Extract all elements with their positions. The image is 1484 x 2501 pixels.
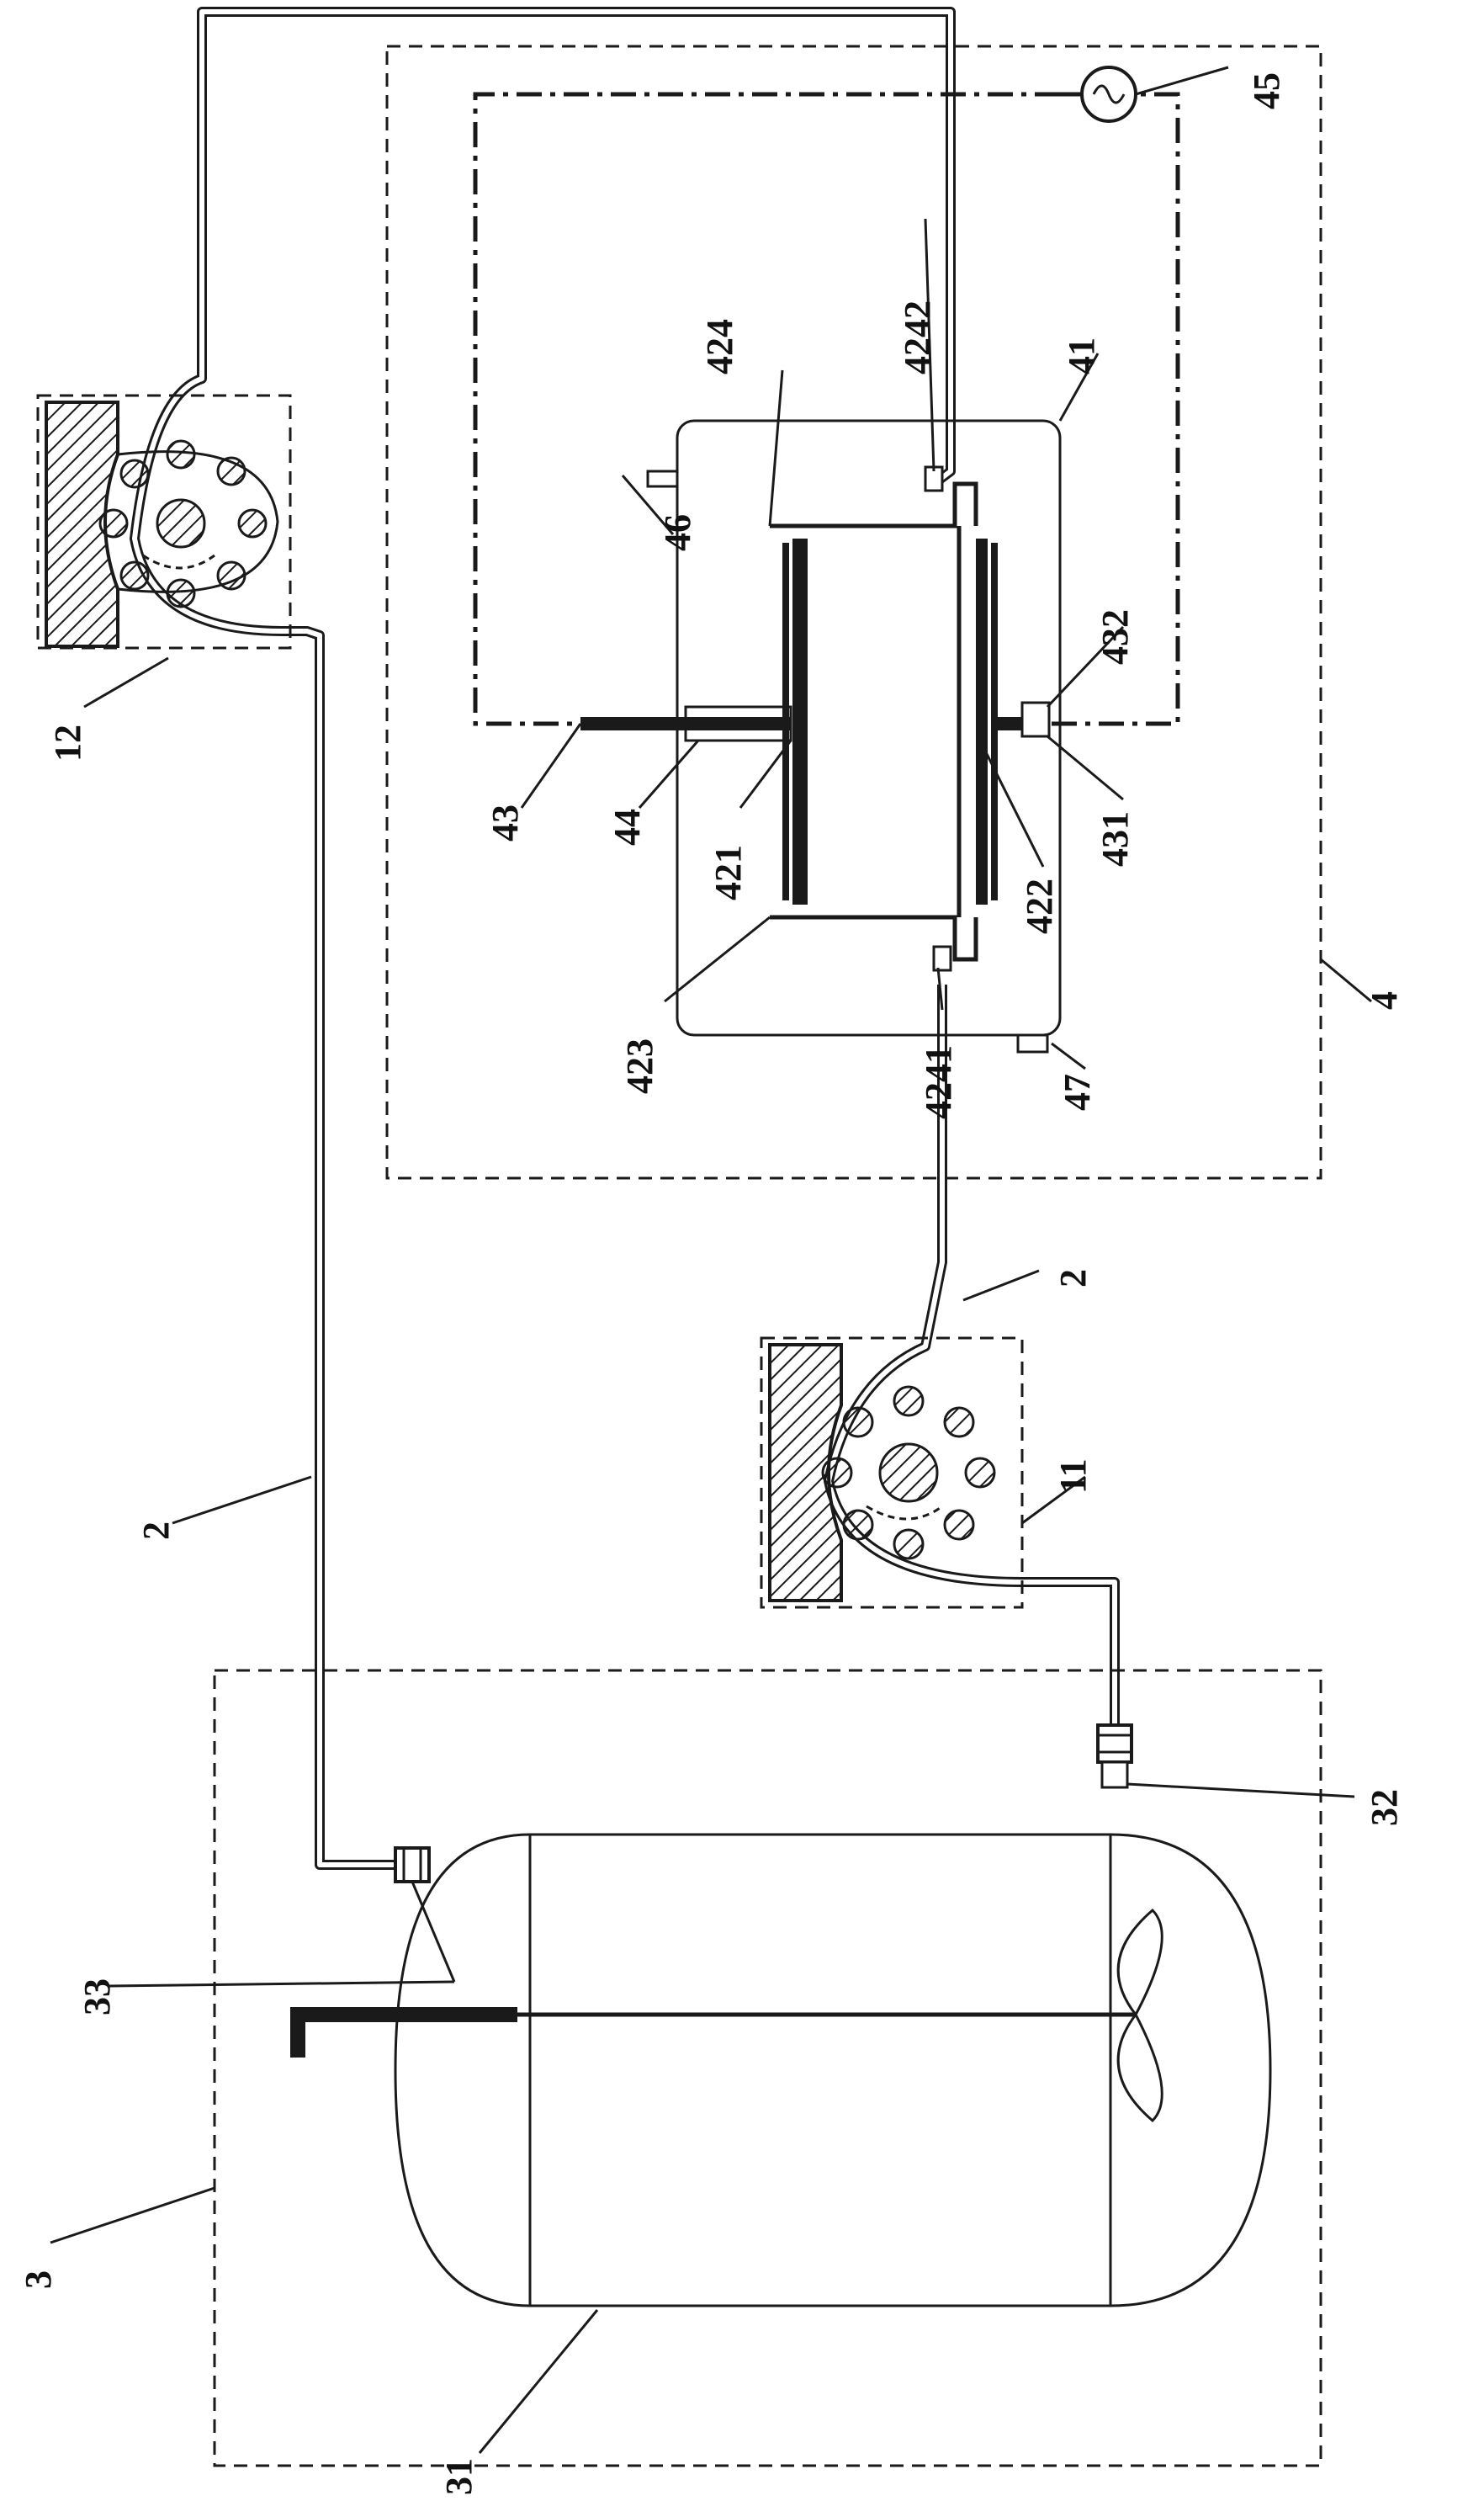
label-electrode-431: 431 bbox=[1094, 811, 1136, 867]
vent-port-46 bbox=[646, 470, 679, 488]
pump-11-housing bbox=[760, 1336, 1024, 1609]
tank-system-boundary bbox=[213, 1669, 1322, 2467]
label-pipe-right: 2 bbox=[1052, 1269, 1094, 1288]
ac-source-icon bbox=[1080, 66, 1137, 123]
label-electrode-432: 432 bbox=[1094, 609, 1136, 665]
label-pipe-left: 2 bbox=[135, 1521, 177, 1540]
label-pump-11: 11 bbox=[1052, 1458, 1094, 1494]
label-vent-port: 46 bbox=[657, 514, 698, 551]
frame-424 bbox=[770, 481, 978, 528]
pump-12-housing bbox=[36, 394, 292, 650]
drain-port-47 bbox=[1016, 1033, 1049, 1054]
sleeve-44 bbox=[684, 705, 792, 742]
label-tank-inlet: 33 bbox=[77, 1978, 118, 2015]
peristaltic-pump-11: 11 bbox=[760, 1336, 1094, 1609]
tank-system-3: 33 32 3 31 bbox=[18, 1669, 1405, 2495]
label-power-supply: 45 bbox=[1246, 72, 1287, 109]
label-tank-outlet: 32 bbox=[1364, 1789, 1405, 1826]
label-plate-422: 422 bbox=[1019, 879, 1060, 934]
label-plate-421: 421 bbox=[708, 845, 749, 900]
tank-body-31 bbox=[394, 1833, 1112, 2307]
tank-outlet-32 bbox=[1096, 1723, 1133, 1789]
label-electrode-43: 43 bbox=[485, 804, 526, 842]
label-reactor-vessel: 41 bbox=[1061, 337, 1102, 374]
label-reactor-system: 4 bbox=[1364, 991, 1405, 1010]
pump-11-rotor-hub bbox=[878, 1442, 939, 1503]
power-circuit bbox=[473, 92, 1180, 726]
tank-inlet-33 bbox=[394, 1846, 431, 1883]
plate-422 bbox=[976, 539, 988, 905]
peristaltic-pump-12: 12 bbox=[36, 394, 292, 762]
inlet-port-4241 bbox=[932, 945, 952, 972]
pump-12-rotor-hub bbox=[156, 498, 206, 549]
electrode-432 bbox=[1020, 701, 1051, 738]
rotation-arrow-icon bbox=[142, 554, 215, 570]
label-frame-423: 423 bbox=[619, 1038, 660, 1094]
label-drain-port: 47 bbox=[1057, 1074, 1098, 1111]
label-pump-12: 12 bbox=[47, 725, 88, 762]
propeller-icon bbox=[1116, 1908, 1163, 2123]
reactor-system-4: 45 46 47 41 424 4242 43 bbox=[385, 45, 1405, 1180]
pipe-network bbox=[130, 7, 1120, 1870]
label-sleeve-44: 44 bbox=[607, 809, 648, 846]
label-outlet-port: 4242 bbox=[897, 300, 938, 374]
frame-423 bbox=[770, 915, 978, 962]
label-frame-424: 424 bbox=[699, 319, 740, 374]
plate-421 bbox=[792, 539, 808, 905]
label-inlet-port: 4241 bbox=[918, 1045, 959, 1119]
label-tank-system: 3 bbox=[18, 2270, 59, 2289]
label-tank-body: 31 bbox=[438, 2458, 480, 2495]
reactor-system-boundary bbox=[385, 45, 1322, 1180]
